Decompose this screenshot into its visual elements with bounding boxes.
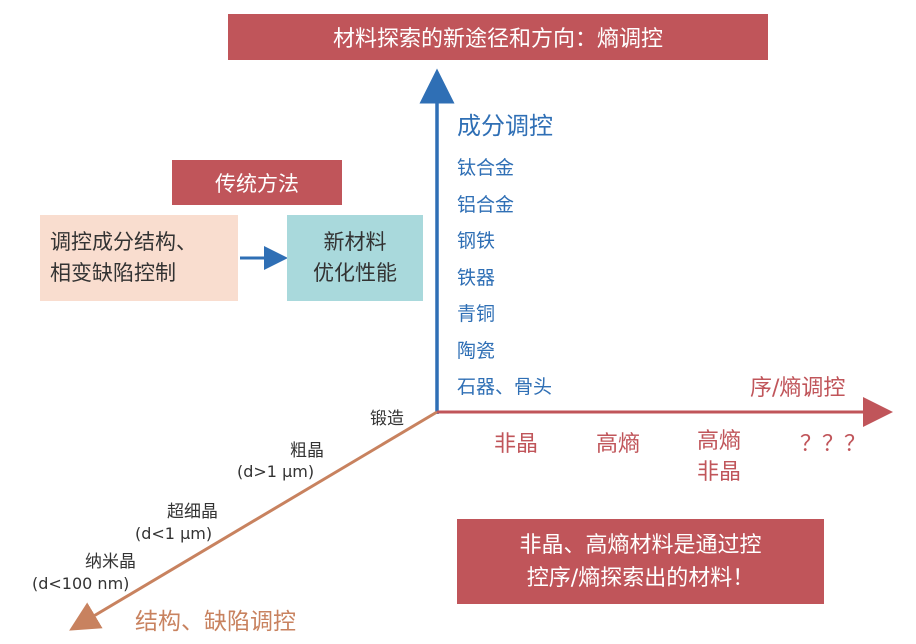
- order-item-line: 高熵: [697, 429, 742, 454]
- conclusion-line: 控序/熵探索出的材料！: [526, 565, 755, 591]
- conclusion-line: 非晶、高熵材料是通过控: [519, 532, 762, 558]
- composition-item: 铁器: [457, 266, 496, 289]
- vertical-axis-label: 成分调控: [457, 112, 553, 140]
- order-item: 高熵: [596, 432, 641, 457]
- structure-size: (d<100 nm): [32, 574, 130, 593]
- structure-item: 粗晶: [290, 441, 324, 461]
- order-item: 高熵 非晶: [697, 426, 741, 488]
- traditional-method-label: 传统方法: [172, 160, 342, 205]
- input-line: 调控成分结构、: [50, 230, 197, 254]
- composition-item: 钢铁: [457, 230, 496, 252]
- horizontal-axis-label: 序/熵调控: [750, 376, 846, 401]
- output-line: 优化性能: [313, 261, 397, 285]
- composition-item: 青铜: [457, 303, 496, 325]
- composition-item: 钛合金: [457, 157, 515, 179]
- order-item: 非晶: [494, 432, 539, 457]
- structure-item: 锻造: [370, 409, 404, 429]
- output-line: 新材料: [323, 230, 387, 254]
- structure-size: (d<1 μm): [135, 524, 213, 543]
- title-banner: 材料探索的新途径和方向：熵调控: [228, 14, 768, 60]
- structure-size: (d>1 μm): [237, 462, 315, 481]
- composition-list: 钛合金 铝合金 钢铁 铁器 青铜 陶瓷 石器、骨头: [457, 150, 552, 406]
- conclusion-box: 非晶、高熵材料是通过控 控序/熵探索出的材料！: [457, 519, 824, 604]
- composition-item: 铝合金: [457, 193, 515, 216]
- input-line: 相变缺陷控制: [50, 261, 176, 285]
- traditional-input-box: 调控成分结构、 相变缺陷控制: [40, 215, 238, 301]
- diagonal-axis-label: 结构、缺陷调控: [135, 609, 296, 635]
- traditional-output-box: 新材料 优化性能: [287, 215, 423, 301]
- composition-item: 陶瓷: [457, 339, 496, 362]
- structure-item: 超细晶: [167, 502, 218, 522]
- order-item-line: 非晶: [697, 460, 742, 485]
- structure-item: 纳米晶: [85, 552, 136, 572]
- composition-item: 石器、骨头: [457, 376, 553, 398]
- order-item-unknown: ？？？: [800, 432, 867, 457]
- diagonal-axis-arrow: [69, 410, 438, 631]
